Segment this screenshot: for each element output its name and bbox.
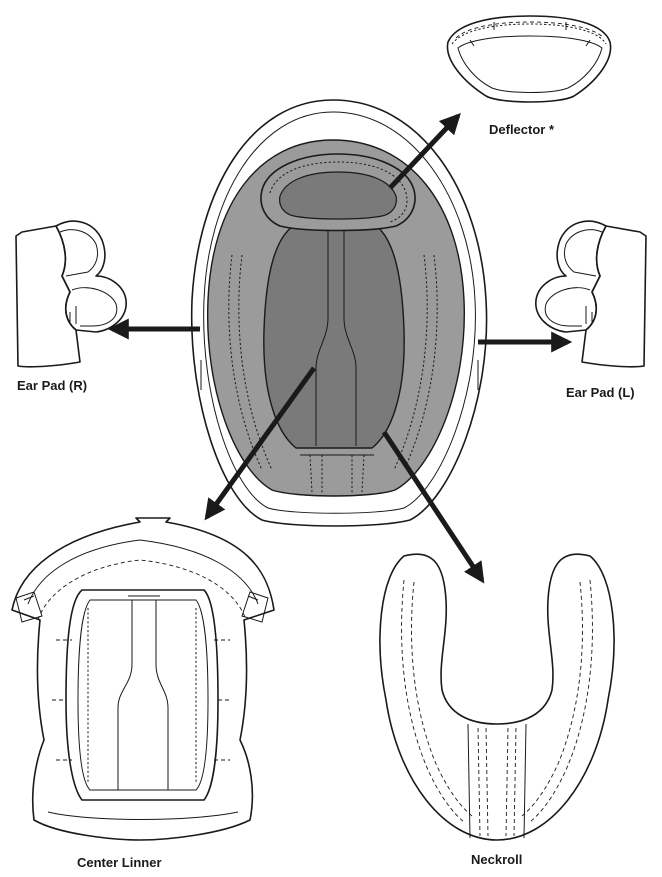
ear-pad-right-label: Ear Pad (R) [17, 378, 87, 393]
center-liner-label: Center Linner [77, 855, 162, 870]
arrow-to-deflector [390, 116, 458, 188]
helmet-padding [208, 140, 465, 496]
center-liner-part [12, 518, 274, 840]
ear-pad-left-part [536, 221, 646, 367]
neckroll-label: Neckroll [471, 852, 522, 867]
arrow-to-neckroll [384, 432, 482, 580]
neckroll-part [380, 554, 614, 840]
deflector-part [447, 16, 610, 102]
ear-pad-left-label: Ear Pad (L) [566, 385, 635, 400]
deflector-label: Deflector * [489, 122, 554, 137]
ear-pad-right-part [16, 221, 126, 367]
